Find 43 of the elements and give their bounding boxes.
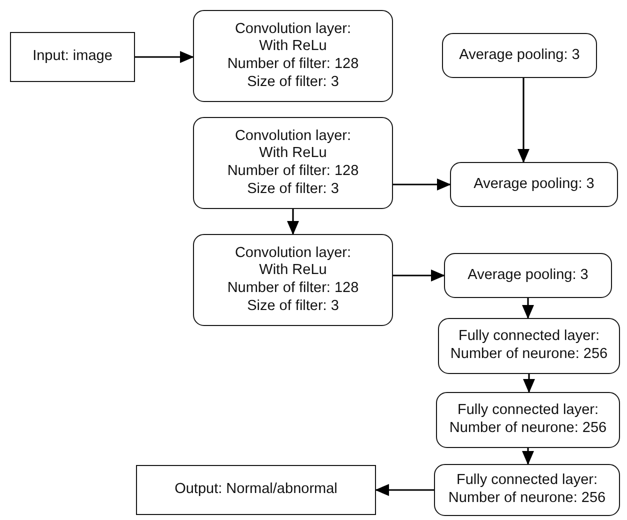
node-text: Output: Normal/abnormal: [174, 481, 338, 499]
io-box: [136, 465, 376, 515]
node-text: Input: image: [32, 48, 112, 66]
node-text: Convolution layer:: [234, 20, 352, 38]
node-text: Average pooling: 3: [459, 46, 580, 64]
node-text: Convolution layer:: [234, 128, 352, 146]
node-text: Fully connected layer:: [457, 402, 599, 420]
node-text: Number of filter: 128: [227, 56, 359, 74]
layer-box: [450, 162, 618, 207]
node-text: Size of filter: 3: [247, 298, 339, 316]
arrow: [393, 178, 451, 190]
node-text: Number of neurone: 256: [448, 490, 606, 508]
layer-box: [193, 10, 393, 102]
layer-box: [434, 464, 620, 516]
layer-box: [193, 117, 393, 209]
node-text: Size of filter: 3: [247, 74, 339, 92]
node-text: With ReLu: [259, 38, 327, 56]
node-text: Number of neurone: 256: [449, 420, 607, 438]
arrow: [522, 298, 534, 319]
node-text: Fully connected layer:: [458, 328, 600, 346]
node-text: Number of filter: 128: [227, 163, 359, 181]
arrow: [375, 484, 434, 496]
node-text: With ReLu: [259, 262, 327, 280]
arrow: [135, 51, 194, 63]
node-text: Average pooling: 3: [468, 266, 588, 284]
layer-box: [438, 318, 620, 374]
node-text: Fully connected layer:: [456, 472, 598, 490]
node-text: Number of neurone: 256: [450, 346, 608, 364]
node-text: Number of filter: 128: [227, 280, 359, 298]
layer-box: [436, 392, 620, 448]
node-text: Size of filter: 3: [247, 180, 339, 198]
io-box: [10, 32, 135, 82]
arrow: [518, 78, 530, 163]
node-text: Convolution layer:: [234, 244, 352, 262]
arrow: [523, 374, 535, 393]
arrow: [393, 270, 445, 282]
node-text: With ReLu: [259, 145, 327, 163]
layer-box: [444, 253, 612, 298]
node-text: Average pooling: 3: [474, 176, 594, 194]
layer-box: [193, 234, 393, 326]
arrow: [522, 448, 534, 465]
layer-box: [442, 33, 597, 78]
arrow: [287, 209, 299, 235]
